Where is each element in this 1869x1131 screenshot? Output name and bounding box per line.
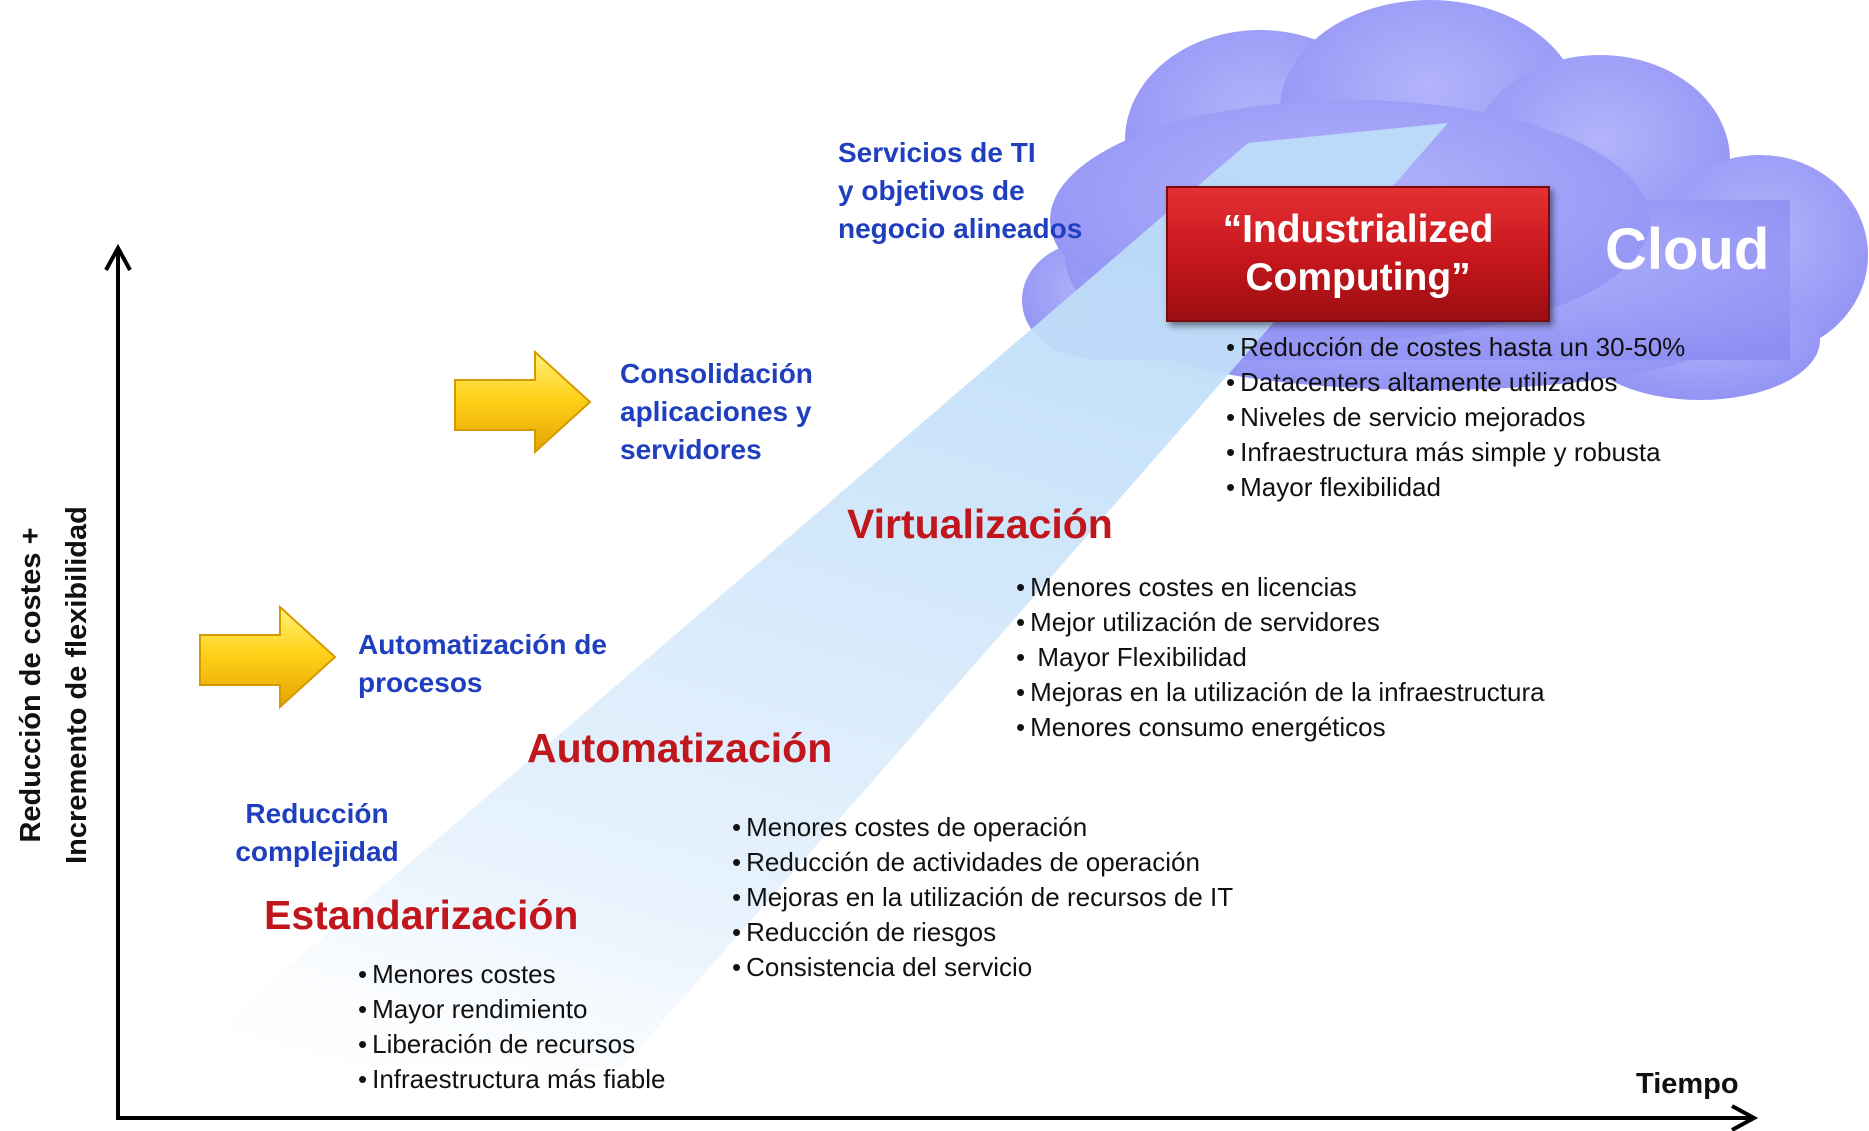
annotation-line: Servicios de TI xyxy=(838,137,1036,168)
bullet-item: Mejor utilización de servidores xyxy=(1016,605,1545,640)
yellow-arrow-icon xyxy=(454,349,592,455)
y-axis-label: Reducción de costes + Incremento de flex… xyxy=(8,425,100,945)
stage-title-estandarizacion: Estandarización xyxy=(264,892,579,938)
bullet-item: Reducción de costes hasta un 30-50% xyxy=(1226,330,1685,365)
bullet-item: Datacenters altamente utilizados xyxy=(1226,365,1685,400)
annotation-automatizacion-procesos: Automatización de procesos xyxy=(358,626,607,702)
bullet-item: Menores costes de operación xyxy=(732,810,1233,845)
bullet-item: Mayor rendimiento xyxy=(358,992,665,1027)
bullet-item: Infraestructura más fiable xyxy=(358,1062,665,1097)
annotation-reduccion: Reducción complejidad xyxy=(222,795,412,871)
progress-band xyxy=(180,123,1448,1070)
cloud-label: Cloud xyxy=(1605,217,1770,282)
industrialized-line1: “Industrialized xyxy=(1222,208,1494,251)
bullet-item: Reducción de actividades de operación xyxy=(732,845,1233,880)
stage-bullets-virtualizacion: Menores costes en licencias Mejor utiliz… xyxy=(1016,570,1545,745)
annotation-line: aplicaciones y xyxy=(620,396,812,427)
industrialized-computing-box: “Industrialized Computing” xyxy=(1166,186,1550,322)
bullet-item: Mayor Flexibilidad xyxy=(1016,640,1545,675)
annotation-line: Consolidación xyxy=(620,358,813,389)
annotation-line: y objetivos de xyxy=(838,175,1025,206)
bullet-item: Menores costes xyxy=(358,957,665,992)
stage-bullets-estandarizacion: Menores costes Mayor rendimiento Liberac… xyxy=(358,957,665,1097)
annotation-line: Automatización de xyxy=(358,629,607,660)
bullet-item: Mayor flexibilidad xyxy=(1226,470,1685,505)
bullet-item: Menores consumo energéticos xyxy=(1016,710,1545,745)
bullet-item: Menores costes en licencias xyxy=(1016,570,1545,605)
x-axis-label: Tiempo xyxy=(1636,1068,1739,1100)
stage-bullets-automatizacion: Menores costes de operación Reducción de… xyxy=(732,810,1233,985)
y-axis-label-line1: Reducción de costes + xyxy=(15,527,47,843)
annotation-line: procesos xyxy=(358,667,483,698)
y-axis xyxy=(104,243,132,1118)
y-axis-label-line2: Incremento de flexibilidad xyxy=(61,506,93,864)
annotation-servicios: Servicios de TI y objetivos de negocio a… xyxy=(838,134,1082,248)
annotation-line: servidores xyxy=(620,434,762,465)
bullet-item: Infraestructura más simple y robusta xyxy=(1226,435,1685,470)
bullet-item: Liberación de recursos xyxy=(358,1027,665,1062)
x-axis xyxy=(116,1104,1759,1131)
stage-title-virtualizacion: Virtualización xyxy=(847,501,1113,547)
annotation-line: Reducción xyxy=(245,798,389,829)
yellow-arrow-icon xyxy=(199,604,337,710)
bullet-item: Mejoras en la utilización de la infraest… xyxy=(1016,675,1544,710)
stage-title-automatizacion: Automatización xyxy=(527,725,833,771)
annotation-line: complejidad xyxy=(235,836,399,867)
stage-bullets-industrialized: Reducción de costes hasta un 30-50% Data… xyxy=(1226,330,1685,505)
annotation-consolidacion: Consolidación aplicaciones y servidores xyxy=(620,355,813,469)
bullet-item: Consistencia del servicio xyxy=(732,950,1233,985)
annotation-line: negocio alineados xyxy=(838,213,1083,244)
industrialized-line2: Computing” xyxy=(1245,256,1471,299)
bullet-item: Niveles de servicio mejorados xyxy=(1226,400,1685,435)
bullet-item: Mejoras en la utilización de recursos de… xyxy=(732,880,1233,915)
bullet-item: Reducción de riesgos xyxy=(732,915,1233,950)
